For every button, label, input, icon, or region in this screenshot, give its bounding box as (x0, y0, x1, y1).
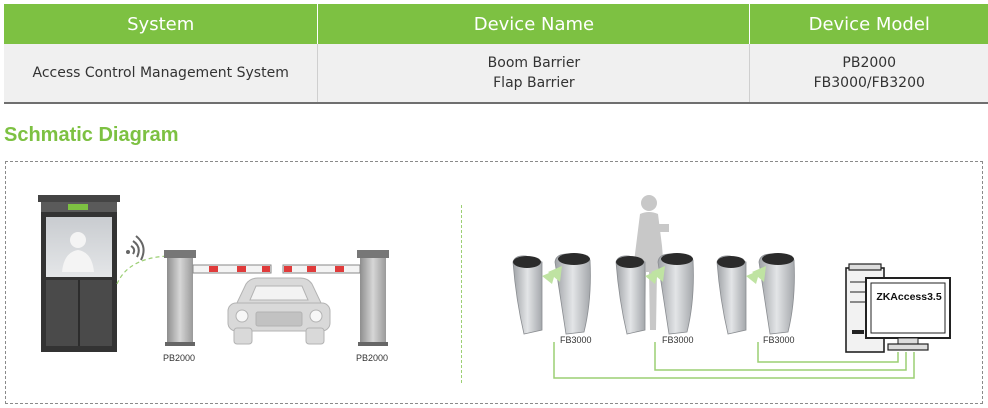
table-header-row: System Device Name Device Model (4, 4, 988, 44)
diagram-divider (461, 205, 462, 383)
device-name-boom-barrier: Boom Barrier (487, 55, 581, 71)
boom-arm-left (192, 264, 272, 274)
flap-barrier-6 (752, 253, 795, 335)
pb2000-label-left: PB2000 (163, 353, 196, 363)
guard-booth (38, 195, 120, 352)
header-device-model: Device Model (808, 13, 930, 35)
system-name: Access Control Management System (32, 65, 289, 81)
boom-arm-right (282, 264, 361, 274)
table-row: Access Control Management System Boom Ba… (4, 44, 988, 104)
wireless-signal-icon (126, 235, 145, 261)
flap-barrier-5 (716, 255, 760, 335)
header-device-name: Device Name (318, 4, 751, 44)
device-model-pb2000: PB2000 (842, 55, 897, 71)
spec-table: System Device Name Device Model Access C… (4, 4, 988, 104)
device-name-flap-barrier: Flap Barrier (493, 75, 575, 91)
cell-device-models: PB2000 FB3000/FB3200 (750, 44, 988, 102)
cell-device-names: Boom Barrier Flap Barrier (318, 44, 751, 102)
network-cabling (553, 342, 915, 379)
boom-barrier-right (357, 250, 389, 346)
boom-barrier-left (164, 250, 196, 346)
cell-system: Access Control Management System (4, 44, 319, 102)
fb3000-label-2: FB3000 (662, 335, 694, 345)
flap-barrier-1 (512, 255, 556, 335)
flap-barrier-2 (548, 253, 591, 335)
fb3000-label-1: FB3000 (560, 335, 592, 345)
fb3000-label-3: FB3000 (763, 335, 795, 345)
header-system: System (4, 4, 319, 44)
flap-barrier-3 (615, 255, 659, 335)
car-icon (227, 277, 331, 345)
software-label: ZKAccess3.5 (876, 291, 942, 303)
device-model-fb3000: FB3000/FB3200 (813, 75, 925, 91)
monitor-icon (865, 277, 951, 351)
wireless-link-line (116, 255, 169, 285)
flap-barrier-4 (651, 253, 694, 335)
pb2000-label-right: PB2000 (356, 353, 389, 363)
section-title: Schmatic Diagram (4, 124, 179, 146)
diagram-frame (5, 161, 983, 404)
